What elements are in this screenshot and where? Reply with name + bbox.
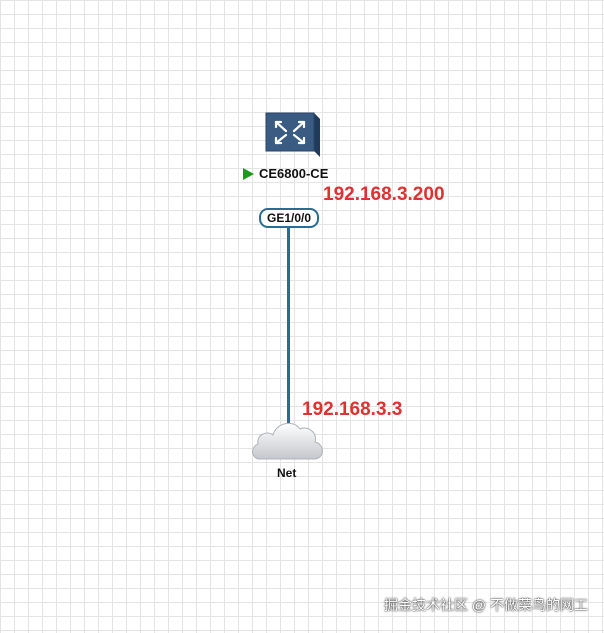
switch-icon[interactable] (262, 107, 322, 161)
switch-label[interactable]: CE6800-CE (243, 166, 328, 181)
cloud-ip-label: 192.168.3.3 (302, 399, 403, 420)
play-icon[interactable] (243, 167, 254, 180)
switch-name: CE6800-CE (259, 166, 329, 181)
cloud-name[interactable]: Net (277, 466, 297, 480)
cloud-icon[interactable] (248, 413, 328, 465)
switch-ip-label: 192.168.3.200 (323, 184, 445, 205)
port-label[interactable]: GE1/0/0 (259, 208, 319, 228)
network-link[interactable] (287, 212, 290, 424)
watermark: 掘金技术社区 @ 不做菜鸟的网工 (384, 597, 588, 613)
